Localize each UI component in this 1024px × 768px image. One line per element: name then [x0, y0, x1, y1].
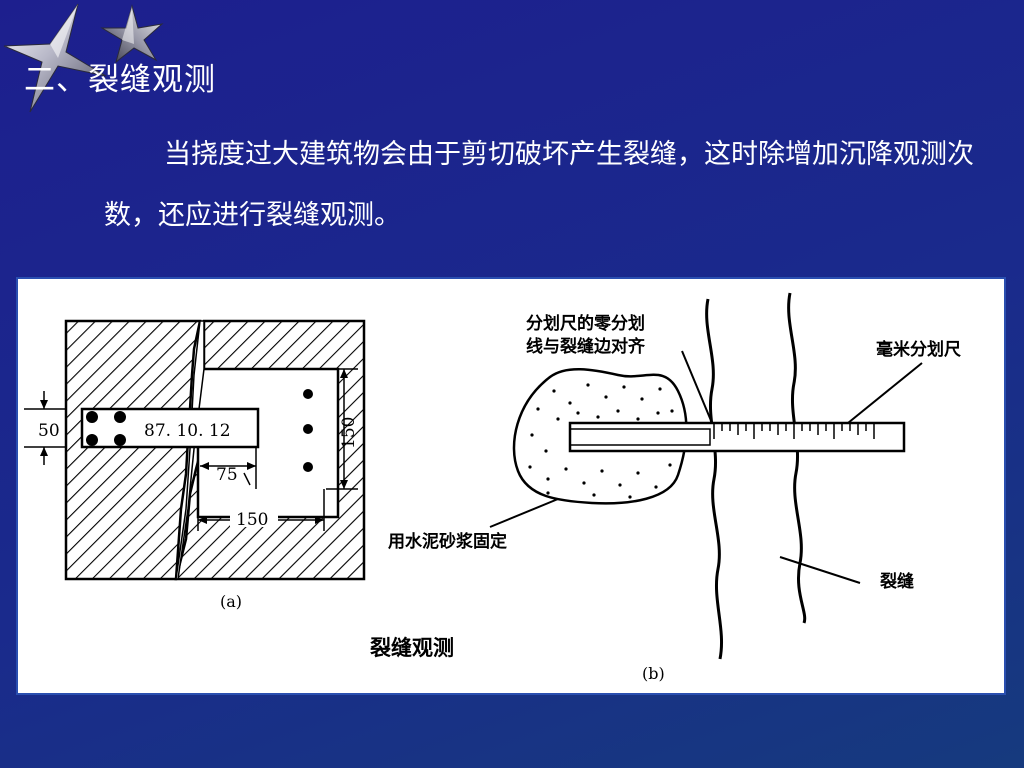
- ruler-ticks: [713, 423, 875, 439]
- star-icon: [100, 4, 164, 64]
- slide-paragraph: 当挠度过大建筑物会由于剪切破坏产生裂缝，这时除增加沉降观测次数，还应进行裂缝观测…: [104, 139, 974, 231]
- plate-text: 87. 10. 12: [144, 421, 231, 441]
- wall-left: [64, 319, 202, 581]
- figure-caption: 裂缝观测: [370, 636, 454, 660]
- bolt: [303, 389, 313, 399]
- crack-line-left: [705, 298, 724, 660]
- bolt: [86, 434, 98, 446]
- bolt: [303, 424, 313, 434]
- millimeter-ruler: [568, 421, 906, 453]
- leader-zero-line: [681, 350, 713, 424]
- star-icon: [3, 3, 107, 113]
- fixing-plate: [569, 428, 711, 446]
- diagram-a: 87. 10. 12 50: [24, 319, 366, 611]
- zero-line-note-2: 线与裂缝边对齐: [526, 336, 646, 357]
- leader-mortar: [489, 498, 559, 528]
- mortar-label: 用水泥砂浆固定: [388, 531, 507, 552]
- dim-150-vertical-label: 150: [339, 417, 359, 449]
- leader-ruler: [847, 362, 923, 424]
- slide-heading: 二、裂缝观测: [24, 62, 216, 98]
- crack-observation-figure: 87. 10. 12 50: [24, 292, 961, 683]
- ruler-label: 毫米分划尺: [876, 339, 961, 360]
- dim-150-horizontal-label: 150: [236, 510, 268, 530]
- metal-plate: [80, 407, 260, 449]
- bolt: [114, 434, 126, 446]
- dim-75-label: 75: [216, 465, 238, 485]
- bolt: [86, 411, 98, 423]
- zero-line-note-1: 分划尺的零分划: [526, 313, 645, 334]
- stars-decoration: [3, 3, 164, 113]
- part-a-label: (a): [220, 592, 242, 611]
- diagram-b: 分划尺的零分划 线与裂缝边对齐 毫米分划尺 用水泥砂浆固定 裂缝 (b): [388, 292, 961, 683]
- part-b-label: (b): [642, 664, 665, 683]
- dim-50-label: 50: [38, 421, 60, 441]
- bolt: [114, 411, 126, 423]
- mortar-dots: [528, 383, 680, 499]
- figure-panel: 87. 10. 12 50: [16, 277, 1006, 695]
- crack-label: 裂缝: [879, 571, 914, 592]
- crack-line-right: [787, 292, 807, 624]
- leader-crack: [779, 556, 861, 584]
- bolt: [303, 462, 313, 472]
